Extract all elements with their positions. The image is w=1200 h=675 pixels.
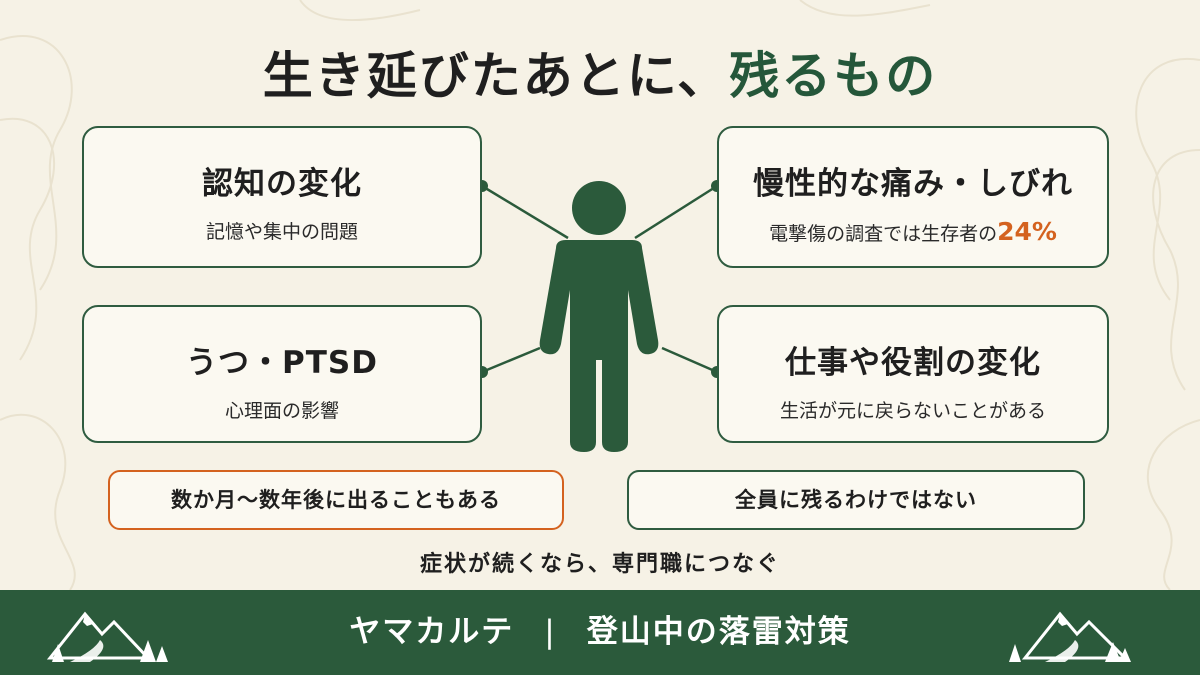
card-pain-sub: 電撃傷の調査では生存者の24%	[719, 217, 1107, 246]
page-title: 生き延びたあとに、残るもの	[0, 36, 1200, 108]
pill-delayed-onset: 数か月〜数年後に出ることもある	[108, 470, 564, 530]
topographic-background	[0, 0, 1200, 590]
card-cognitive-head: 認知の変化	[202, 166, 362, 202]
title-main: 生き延びたあとに、	[262, 47, 730, 105]
mountain-icon	[1009, 611, 1131, 662]
card-work-role-change: 仕事や役割の変化 生活が元に戻らないことがある	[717, 305, 1109, 443]
footer-text: ヤマカルテ | 登山中の落雷対策	[0, 590, 1200, 675]
connector-pain	[634, 184, 718, 240]
pill-not-everyone: 全員に残るわけではない	[627, 470, 1085, 530]
card-depression-ptsd: うつ・PTSD 心理面の影響	[82, 305, 482, 443]
note-refer-professional: 症状が続くなら、専門職につなぐ	[419, 552, 780, 577]
card-pain-head: 慢性的な痛み・しびれ	[753, 166, 1073, 202]
connector-cognitive	[481, 184, 569, 240]
card-work-head: 仕事や役割の変化	[785, 345, 1041, 381]
card-work-sub: 生活が元に戻らないことがある	[779, 400, 1046, 422]
footer-topic: 登山中の落雷対策	[586, 614, 851, 650]
card-chronic-pain: 慢性的な痛み・しびれ 電撃傷の調査では生存者の24%	[717, 126, 1109, 268]
footer-separator: |	[544, 614, 557, 650]
footer-banner: ヤマカルテ | 登山中の落雷対策	[0, 590, 1200, 675]
mountain-icon	[46, 611, 168, 662]
title-accent: 残るもの	[729, 47, 938, 105]
card-cognitive-sub: 記憶や集中の問題	[205, 221, 358, 243]
card-cognitive-change: 認知の変化 記憶や集中の問題	[82, 126, 482, 268]
card-mental-sub: 心理面の影響	[224, 400, 339, 422]
card-mental-head: うつ・PTSD	[186, 345, 378, 381]
connector-mental	[481, 346, 541, 374]
footer-brand: ヤマカルテ	[349, 614, 515, 650]
person-icon	[539, 181, 659, 452]
card-pain-percent: 24%	[997, 217, 1057, 246]
connector-work	[661, 346, 718, 374]
card-pain-sub-text: 電撃傷の調査では生存者の	[769, 223, 998, 245]
